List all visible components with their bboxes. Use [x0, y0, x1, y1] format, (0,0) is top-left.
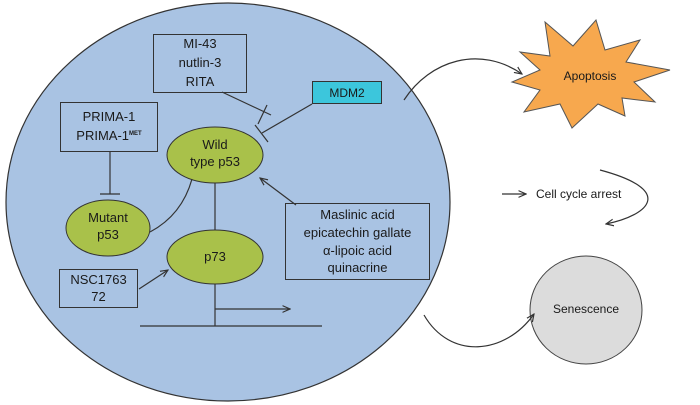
senescence-arc [423, 314, 534, 348]
apoptosis-label: Apoptosis [563, 69, 617, 83]
mdm2-inhibitor-1: MI-43 [183, 36, 217, 52]
nsc-box: NSC1763 72 [59, 269, 138, 308]
activators-arrow [260, 178, 297, 206]
activator-3: α-lipoic acid [323, 242, 392, 258]
nsc-line-2: 72 [91, 288, 106, 304]
activator-4: quinacrine [327, 260, 388, 276]
prima-line-2: PRIMA-1MET [76, 128, 142, 143]
wild-type-p53-label: Wild type p53 [190, 137, 240, 169]
apoptosis-starburst [510, 18, 671, 129]
mutant-p53-label: Mutant p53 [88, 210, 128, 242]
activator-1: Maslinic acid [320, 207, 395, 223]
activators-box: Maslinic acid epicatechin gallate α-lipo… [285, 203, 430, 280]
mdm2-box: MDM2 [312, 81, 382, 104]
cell-cycle-arrest-label: Cell cycle arrest [536, 187, 622, 201]
mdm2-inhibitor-2: nutlin-3 [178, 55, 222, 71]
mdm2-inhibitors-box: MI-43 nutlin-3 RITA [153, 34, 247, 93]
mdm2-inhibitor-3: RITA [185, 73, 215, 89]
cell-cycle-curve [599, 169, 649, 224]
mdm2-inhibit-bar [254, 124, 269, 143]
prima-line-1: PRIMA-1 [82, 109, 136, 125]
nsc-arrow [138, 270, 168, 290]
senescence-circle [529, 255, 643, 365]
apoptosis-arc [403, 58, 522, 101]
mdm2-inhibit-line [261, 103, 313, 134]
wt-mutant-connector [149, 178, 193, 233]
activator-2: epicatechin gallate [303, 224, 412, 240]
prima-box: PRIMA-1 PRIMA-1MET [60, 102, 158, 152]
mutant-p53-node [65, 199, 151, 257]
nsc-line-1: NSC1763 [70, 271, 127, 287]
p73-label: p73 [204, 249, 226, 264]
mdm2-inhibitor-line [221, 91, 272, 116]
senescence-label: Senescence [552, 302, 620, 316]
mdm2-inhibitor-bar [257, 104, 268, 125]
